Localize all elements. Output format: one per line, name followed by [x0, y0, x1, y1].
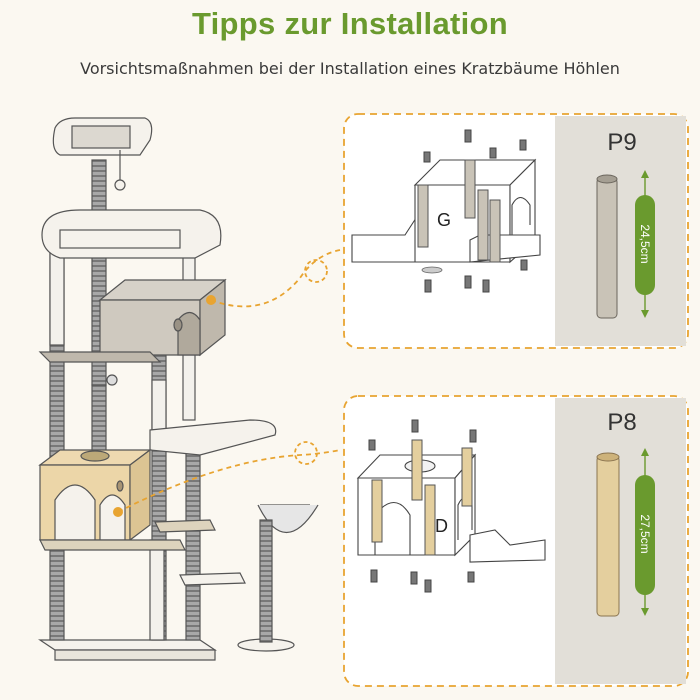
cube-letter-d: D [435, 516, 448, 536]
dimension-label-p9: 24,5cm [638, 224, 652, 264]
page-title: Tipps zur Installation [191, 6, 509, 41]
part-label-p9: P9 [607, 129, 637, 156]
part-label-p8: P8 [607, 409, 637, 436]
dimension-label-p8: 27,5cm [638, 514, 652, 554]
cat-tree-illustration [38, 117, 319, 661]
page-subtitle: Vorsichtsmaßnahmen bei der Installation … [80, 59, 620, 78]
cube-letter-g: G [437, 210, 452, 230]
